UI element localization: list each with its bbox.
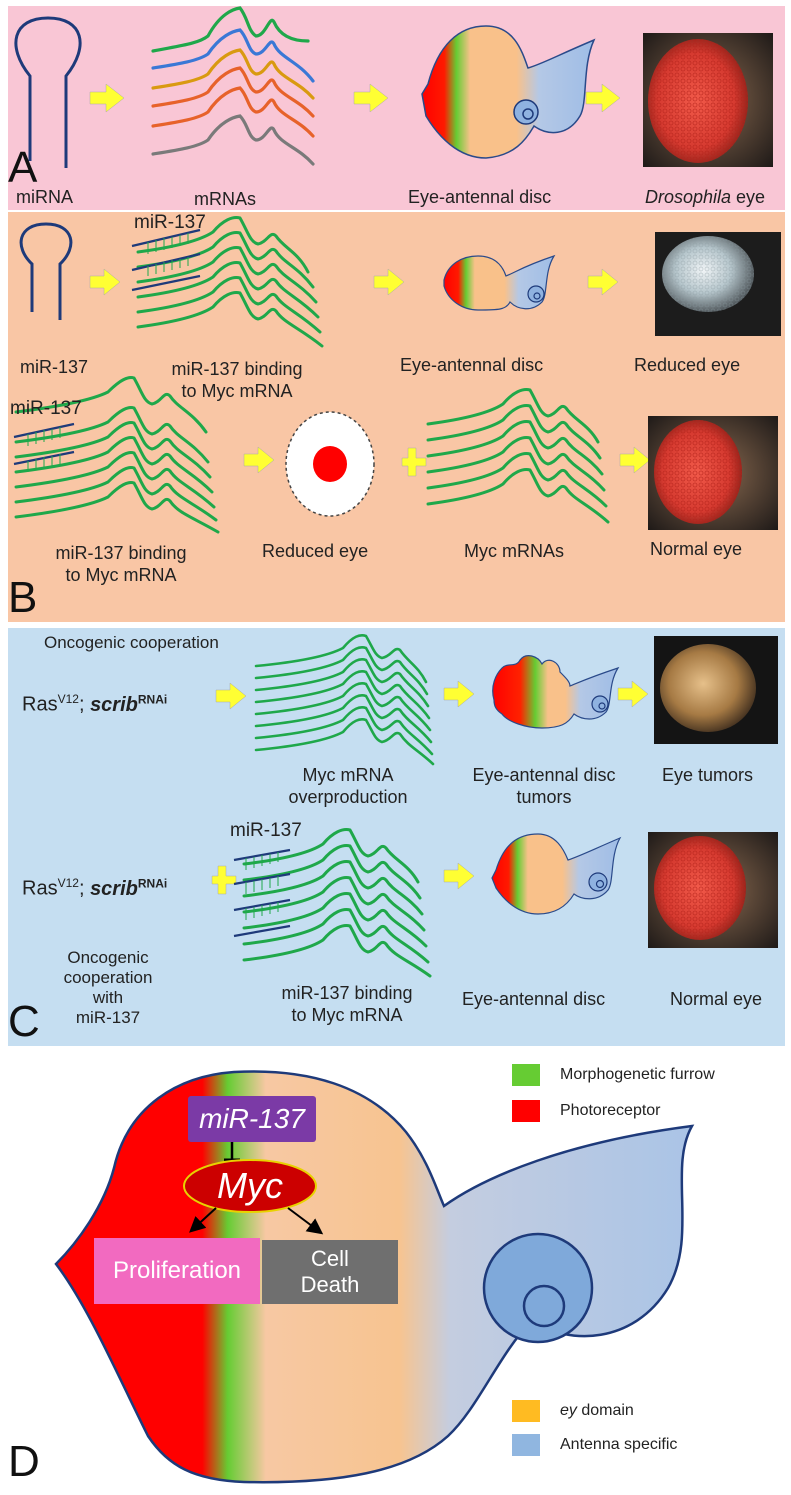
normal-eye-photo-c [648, 832, 778, 948]
bound-mrna-c [242, 828, 432, 978]
right-arrow-icon [619, 446, 651, 474]
mir-binding-c [233, 848, 291, 938]
hairpin-icon [19, 222, 73, 320]
tumor-disc-graphic [492, 655, 620, 729]
bound-mrna-row1 [136, 216, 324, 348]
drosophila-eye-photo [643, 33, 773, 167]
myc-overproduction-graphic [254, 634, 435, 766]
label-disc: Eye-antennal disc [408, 187, 552, 207]
mir-137-tag-row2: miR-137 [10, 398, 82, 419]
plus-icon [211, 865, 237, 895]
panel-c: Oncogenic cooperation RasV12; scribRNAi … [8, 628, 785, 1046]
legend-antenna: Antenna specific [560, 1436, 678, 1453]
bound-mrna-row2 [14, 376, 220, 534]
plus-icon [401, 447, 427, 477]
eye-antennal-disc-c [491, 833, 622, 915]
legend-furrow: Morphogenetic furrow [560, 1066, 715, 1083]
mir-binding-row1 [131, 228, 201, 292]
mir-137-node: miR-137 [188, 1096, 316, 1142]
right-arrow-icon [443, 680, 475, 708]
myc-mrnas-graphic [426, 388, 610, 524]
right-arrow-icon [617, 680, 649, 708]
legend-swatch-antenna [512, 1434, 540, 1456]
label-reduced-eye-row2: Reduced eye [262, 541, 369, 561]
label-genotype-row2: RasV12; scribRNAi [22, 876, 168, 900]
legend-swatch-ey [512, 1400, 540, 1422]
right-arrow-icon [587, 268, 619, 296]
normal-eye-photo-b [648, 416, 778, 530]
label-eye-tumors: Eye tumors [662, 765, 754, 785]
label-reduced-eye-row1: Reduced eye [634, 355, 741, 375]
myc-node-shape [183, 1159, 317, 1213]
panel-c-graphics [211, 634, 778, 978]
label-disc-row1: Eye-antennal disc [400, 355, 544, 375]
label-mrnas: mRNAs [194, 189, 256, 209]
label-normal-eye-c: Normal eye [670, 989, 763, 1009]
legend-photoreceptor: Photoreceptor [560, 1102, 661, 1119]
panel-a: A miRNA mRNAs Eye-antennal disc Drosophi… [8, 6, 785, 210]
eye-antennal-disc-small [443, 254, 556, 311]
right-arrow-icon [585, 83, 621, 113]
hairpin-icon [14, 16, 82, 168]
activation-arrow-icon [189, 1207, 217, 1233]
eye-tumors-photo [654, 636, 778, 744]
label-disc-c: Eye-antennal disc [462, 989, 606, 1009]
reduced-eye-disc [285, 411, 375, 517]
right-arrow-icon [215, 682, 247, 710]
myc-node: Myc [217, 1165, 283, 1206]
label-normal-eye-b: Normal eye [650, 539, 743, 559]
mrnas-graphic [151, 6, 315, 166]
label-myc-mrnas: Myc mRNAs [464, 541, 564, 561]
panel-b-graphics [13, 216, 781, 534]
panel-a-graphics [14, 6, 773, 168]
label-oncogenic-cooperation: Oncogenic cooperation [44, 633, 219, 652]
right-arrow-icon [243, 446, 275, 474]
right-arrow-icon [373, 268, 405, 296]
panel-letter-b: B [8, 573, 38, 622]
reduced-eye-photo [655, 232, 781, 336]
mir-137-tag-c: miR-137 [230, 820, 302, 841]
right-arrow-icon [353, 83, 389, 113]
eye-antennal-disc-graphic [421, 25, 596, 159]
proliferation-box: Proliferation [94, 1238, 260, 1304]
legend-swatch-furrow [512, 1064, 540, 1086]
mir-binding-row2 [13, 422, 75, 472]
label-mir-137: miR-137 [20, 357, 89, 377]
activation-arrow-icon [287, 1207, 324, 1235]
label-mirna: miRNA [16, 187, 73, 207]
legend-swatch-photo [512, 1100, 540, 1122]
right-arrow-icon [89, 83, 125, 113]
legend-ey-domain: ey domain [560, 1402, 634, 1419]
mir-137-tag-row1: miR-137 [134, 212, 206, 233]
panel-letter-c: C [8, 997, 40, 1046]
panel-letter-a: A [8, 143, 38, 192]
panel-letter-d: D [8, 1437, 40, 1486]
right-arrow-icon [443, 862, 475, 890]
right-arrow-icon [89, 268, 121, 296]
label-drosophila-eye: Drosophila eye [645, 187, 766, 207]
label-genotype-row1: RasV12; scribRNAi [22, 692, 168, 716]
